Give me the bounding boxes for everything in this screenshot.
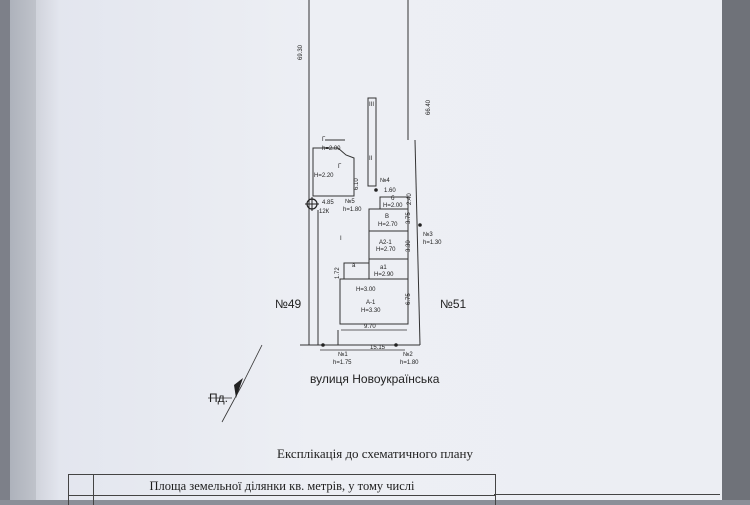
page-fold-shadow	[36, 0, 60, 500]
block-B-height: H=2.70	[378, 222, 398, 228]
north-label: Пд.	[209, 391, 228, 405]
garage-side-dimension: 6.10	[354, 178, 360, 190]
garage-label: Г	[338, 164, 342, 170]
block-a-label: а	[352, 263, 356, 269]
north-arrow-line	[241, 344, 263, 386]
neighbor-left-label: №49	[275, 297, 302, 311]
table-rule	[494, 494, 720, 495]
point-n3: №3	[423, 231, 433, 238]
point-n2: №2	[403, 351, 413, 358]
block-B-label: В	[385, 214, 389, 220]
block-A2-label: А2-1	[379, 240, 392, 246]
n2-height: h=1.80	[400, 360, 419, 366]
garage-height: H=2.20	[314, 173, 334, 179]
bottom-width: 9.70	[364, 324, 376, 330]
well-label: 12К	[319, 209, 330, 215]
side-length-right: 66.40	[426, 99, 432, 115]
background-surface	[722, 0, 750, 500]
strip-label-2: II	[369, 156, 373, 162]
right-dimension-2: 3.30	[406, 240, 412, 252]
garage-top-label: Г	[322, 137, 326, 143]
n4-dimension: 1.60	[384, 188, 396, 194]
right-dimension-1: 3.75	[406, 212, 412, 224]
north-arrow-head	[234, 378, 243, 398]
left-small-dimension: 1.72	[335, 267, 341, 279]
right-dimension-3: 6.75	[406, 293, 412, 305]
block-A1-height: H=3.30	[361, 308, 381, 314]
lot-boundary-right-2	[414, 139, 421, 346]
document-page	[36, 0, 722, 500]
point-n1: №1	[338, 351, 348, 358]
block-A1	[339, 278, 409, 325]
block-a1-label: а1	[380, 265, 387, 271]
block-A1-label: А-1	[366, 300, 376, 306]
point-n5: №5	[345, 198, 355, 205]
table-header: Площа земельної ділянки кв. метрів, у то…	[69, 475, 495, 496]
strip-outbuilding	[367, 97, 377, 187]
page-edge	[0, 0, 10, 500]
explication-title: Експлікація до схематичного плану	[277, 446, 473, 461]
point-n4: №4	[380, 177, 390, 184]
front-width: 15.15	[370, 345, 386, 351]
side-length-left: 69.30	[298, 44, 304, 60]
block-a	[343, 262, 370, 280]
n1-height: h=1.75	[333, 360, 352, 366]
block-b-label: б	[391, 196, 395, 202]
street-label: вулиця Новоукраїнська	[310, 372, 440, 386]
block-b-height: H=2.00	[383, 203, 403, 209]
n5-height: h=1.80	[343, 207, 362, 213]
survey-points	[321, 188, 422, 347]
garage-width: 4.85	[322, 200, 334, 206]
explication-table: Площа земельної ділянки кв. метрів, у то…	[68, 474, 496, 505]
table-divider	[93, 475, 94, 505]
n3-height: h=1.30	[423, 240, 442, 246]
strip-label-1: III	[369, 102, 374, 108]
north-arrow-shaft	[221, 384, 243, 423]
well-marker	[305, 197, 319, 211]
block-A2-height: H=2.70	[376, 247, 396, 253]
yard-label: I	[340, 236, 342, 242]
neighbor-right-label: №51	[440, 297, 467, 311]
garage-building	[312, 147, 355, 197]
garage-top-height: h=2.00	[322, 146, 341, 152]
block-b-dimension: 2.40	[407, 193, 413, 205]
block-a1-height: H=2.90	[374, 272, 394, 278]
block-a-height: H=3.00	[356, 287, 376, 293]
